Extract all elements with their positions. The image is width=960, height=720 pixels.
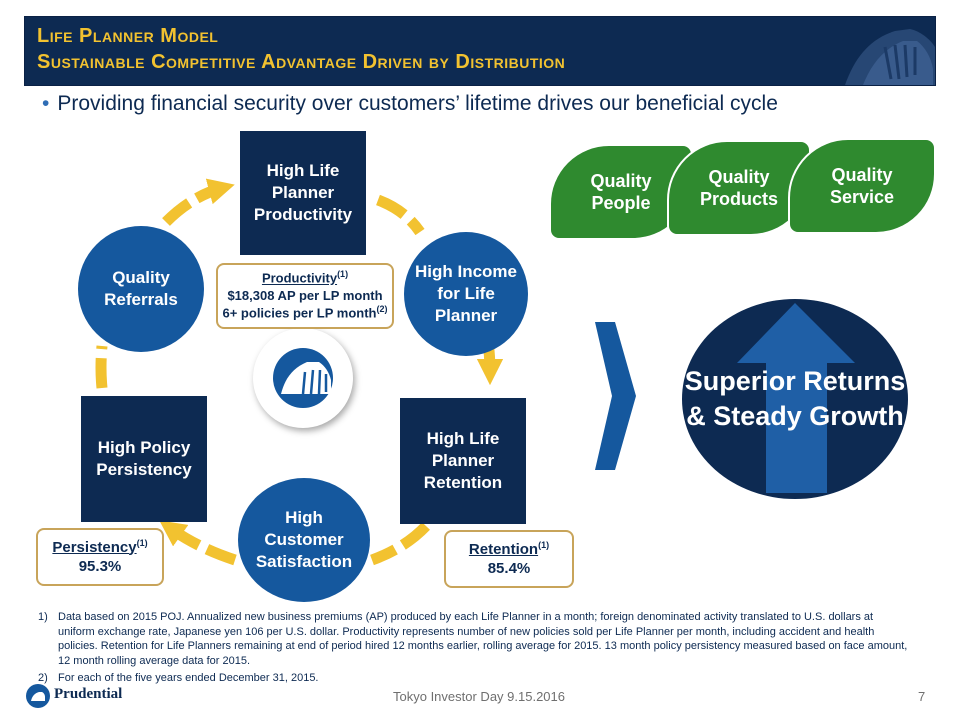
arrow-persistency-to-referrals <box>95 345 108 389</box>
node-label: High Income for Life Planner <box>414 262 517 325</box>
retention-sup: (1) <box>538 539 550 550</box>
node-label: High Life Planner Retention <box>423 428 503 493</box>
node-high-life-planner-productivity: High Life Planner Productivity <box>240 131 366 255</box>
footnote-1: 1) Data based on 2015 POJ. Annualized new… <box>38 610 908 668</box>
node-quality-referrals: Quality Referrals <box>78 226 204 352</box>
node-high-income: High Income for Life Planner <box>404 232 528 356</box>
productivity-sup: (1) <box>337 269 349 280</box>
node-label: High Policy Persistency <box>96 437 192 479</box>
arrow-retention-to-satisfaction <box>370 522 430 566</box>
persistency-title: Persistency <box>52 538 137 556</box>
node-high-policy-persistency: High Policy Persistency <box>81 396 207 522</box>
result-text: Superior Returns & Steady Growth <box>684 365 906 431</box>
productivity-line-2-sup: (2) <box>376 304 388 315</box>
footer-logo <box>26 684 50 708</box>
productivity-callout: Productivity(1) $18,308 AP per LP month … <box>216 263 394 329</box>
footnotes: 1) Data based on 2015 POJ. Annualized new… <box>38 610 908 686</box>
quality-service-leaf: Quality Service <box>788 138 936 234</box>
retention-title: Retention <box>468 540 539 558</box>
node-high-life-planner-retention: High Life Planner Retention <box>400 398 526 524</box>
leaf-label: Quality People <box>590 170 652 214</box>
footnote-number: 1) <box>38 611 48 623</box>
footnote-2: 2) For each of the five years ended Decem… <box>38 671 908 686</box>
productivity-title: Productivity <box>261 270 338 286</box>
productivity-line-2: 6+ policies per LP month <box>222 305 377 321</box>
page-number: 7 <box>918 689 926 704</box>
intro-bullet: • Providing financial security over custo… <box>42 92 778 116</box>
retention-value: 85.4% <box>487 560 531 577</box>
retention-callout: Retention(1) 85.4% <box>444 530 574 588</box>
node-label: High Customer Satisfaction <box>255 508 353 571</box>
arrow-satisfaction-to-persistency <box>159 520 237 566</box>
footer-brand: Prudential <box>54 686 123 702</box>
title-line-1: Life Planner Model <box>37 25 219 47</box>
node-label: Quality Referrals <box>104 268 178 309</box>
persistency-value: 95.3% <box>78 558 122 575</box>
footnote-text: Data based on 2015 POJ. Annualized new b… <box>58 611 908 667</box>
footnote-number: 2) <box>38 672 48 685</box>
arrow-productivity-to-income <box>375 194 425 236</box>
productivity-line-1: $18,308 AP per LP month <box>227 287 383 303</box>
node-high-customer-satisfaction: High Customer Satisfaction <box>238 478 370 602</box>
title-banner: Life Planner Model Sustainable Competiti… <box>24 16 936 86</box>
node-label: High Life Planner Productivity <box>253 160 353 225</box>
persistency-callout: Persistency(1) 95.3% <box>36 528 164 586</box>
rock-of-gibraltar-icon <box>273 348 333 408</box>
arrow-referrals-to-productivity <box>162 178 235 226</box>
leaf-label: Quality Service <box>829 164 895 208</box>
rock-of-gibraltar-small-icon <box>31 692 45 701</box>
persistency-sup: (1) <box>136 537 148 548</box>
footnote-text: For each of the five years ended Decembe… <box>58 672 319 685</box>
chevron-right-icon <box>595 322 636 470</box>
quality-products-leaf: Quality Products <box>667 140 811 236</box>
rock-logo-icon <box>845 29 935 85</box>
footer-event: Tokyo Investor Day 9.15.2016 <box>393 689 565 704</box>
bullet-text: Providing financial security over custom… <box>57 92 778 115</box>
leaf-label: Quality Products <box>699 166 778 210</box>
bullet-dot: • <box>42 92 50 115</box>
center-logo <box>253 328 353 428</box>
title-line-2: Sustainable Competitive Advantage Driven… <box>37 51 566 73</box>
